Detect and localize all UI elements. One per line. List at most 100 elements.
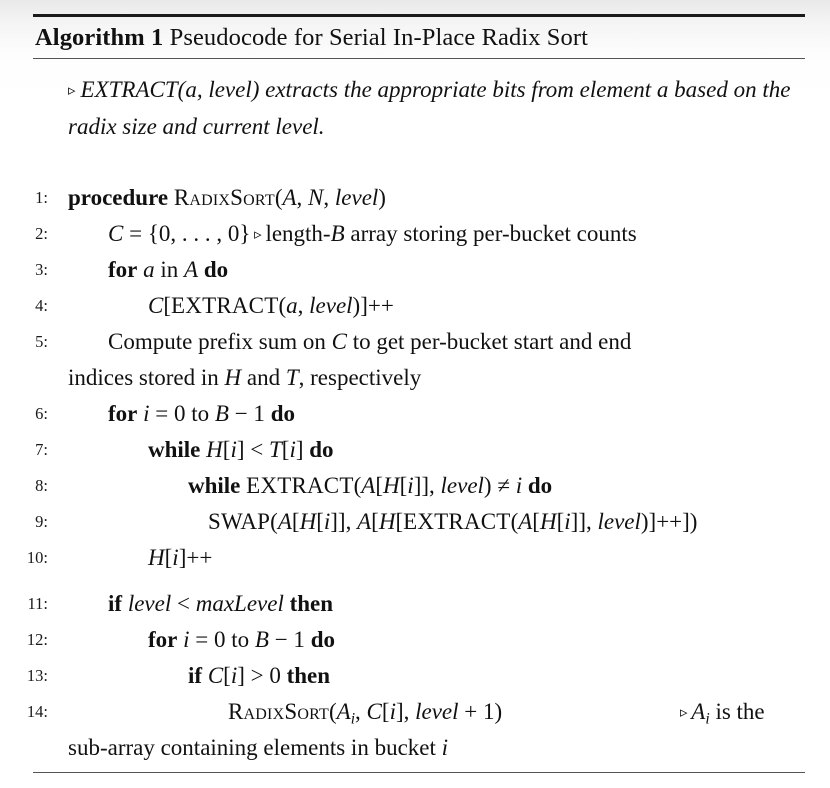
code-token: i bbox=[230, 663, 238, 688]
line-code: RadixSort(Ai, C[i], level + 1) bbox=[228, 694, 502, 737]
algorithm-line: 13: if C[i] > 0 then bbox=[0, 658, 830, 694]
algorithm-caption: Pseudocode for Serial In-Place Radix Sor… bbox=[169, 24, 589, 51]
line-code: for i = 0 to B − 1 do bbox=[108, 396, 295, 432]
code-token: [ bbox=[395, 509, 404, 534]
code-token: ( bbox=[270, 509, 278, 534]
line-number: 3: bbox=[35, 260, 48, 279]
algorithm-line: 2:C = {0, . . . , 0} ▹ length-B array st… bbox=[0, 216, 830, 252]
code-token: ]], bbox=[570, 509, 598, 534]
code-token: [ bbox=[381, 699, 390, 724]
code-token: ]], bbox=[413, 473, 441, 498]
code-token: do bbox=[310, 627, 335, 652]
code-token: N bbox=[308, 185, 324, 210]
algorithm-line: 10: H[i]++ bbox=[0, 540, 830, 576]
line-number: 6: bbox=[35, 404, 48, 423]
code-token: , bbox=[355, 699, 367, 724]
line-number: 13: bbox=[26, 666, 48, 685]
code-token: ]++ bbox=[178, 545, 213, 570]
code-token: T bbox=[285, 365, 299, 390]
code-token: = 0 to bbox=[189, 627, 255, 652]
code-token: [ bbox=[291, 509, 300, 534]
code-token: ( bbox=[274, 185, 283, 210]
algorithm-top-rule bbox=[33, 14, 805, 17]
code-token: in bbox=[154, 257, 185, 282]
code-token: i bbox=[172, 545, 179, 570]
algorithm-title: Algorithm 1 Pseudocode for Serial In-Pla… bbox=[33, 17, 805, 58]
code-token: B bbox=[254, 627, 269, 652]
line-code: for a in A do bbox=[108, 252, 228, 288]
code-token: [ bbox=[223, 663, 231, 688]
line-code: C = {0, . . . , 0} ▹ length-B array stor… bbox=[108, 216, 637, 253]
code-token: )]++]) bbox=[640, 509, 698, 534]
algorithm-line: 6: for i = 0 to B − 1 do bbox=[0, 396, 830, 432]
code-token: i bbox=[350, 710, 356, 728]
code-token: − 1 bbox=[268, 627, 311, 652]
code-token: i bbox=[441, 735, 449, 760]
code-token: ) bbox=[378, 185, 386, 210]
line-number: 10: bbox=[26, 548, 48, 567]
code-token: Compute prefix sum on bbox=[108, 329, 332, 354]
code-token: H bbox=[224, 365, 242, 390]
code-token: H bbox=[539, 509, 557, 534]
code-token: [ bbox=[164, 545, 173, 570]
line-code: procedure RadixSort(A, N, level) bbox=[68, 180, 386, 216]
line-code: for i = 0 to B − 1 do bbox=[148, 622, 335, 658]
code-token: [ bbox=[399, 473, 408, 498]
line-number: 8: bbox=[35, 476, 48, 495]
code-token: C bbox=[366, 699, 382, 724]
code-token: ( bbox=[328, 699, 337, 724]
algorithm-line: 14:RadixSort(Ai, C[i], level + 1)▹ Ai is… bbox=[0, 694, 830, 730]
code-token: i bbox=[564, 509, 571, 534]
code-token: A bbox=[518, 509, 533, 534]
code-token: + 1) bbox=[458, 699, 503, 724]
algorithm-line: 8:while EXTRACT(A[H[i]], level) ≠ i do bbox=[0, 468, 830, 504]
line-number: 5: bbox=[35, 332, 48, 351]
code-token: SWAP bbox=[208, 509, 271, 534]
code-token: A bbox=[357, 509, 372, 534]
code-token: A bbox=[361, 473, 376, 498]
line-continuation: indices stored in H and T, respectively bbox=[68, 360, 421, 396]
algorithm-line: 12: for i = 0 to B − 1 do bbox=[0, 622, 830, 658]
code-token: H bbox=[378, 509, 396, 534]
code-token: a bbox=[143, 257, 155, 282]
code-token: A bbox=[336, 699, 351, 724]
code-token: = {0, . . . , 0} bbox=[123, 221, 251, 246]
line-number: 12: bbox=[26, 630, 48, 649]
line-code: while EXTRACT(A[H[i]], level) ≠ i do bbox=[188, 468, 552, 504]
algorithm-bottom-rule bbox=[33, 772, 805, 773]
code-token: C bbox=[207, 663, 224, 688]
line-code: H[i]++ bbox=[148, 540, 212, 576]
line-code: while H[i] < T[i] do bbox=[148, 432, 334, 468]
lead-comment-text: (a, level) extracts the appropriate bits… bbox=[68, 77, 791, 140]
line-code: if C[i] > 0 then bbox=[188, 658, 330, 694]
code-token: )]++ bbox=[352, 293, 394, 318]
code-token: ] < bbox=[236, 437, 269, 462]
code-token: while bbox=[188, 473, 241, 498]
code-token: A bbox=[282, 185, 297, 210]
code-token: B bbox=[330, 221, 345, 246]
line-number: 14: bbox=[26, 702, 48, 721]
code-token: i bbox=[705, 710, 710, 728]
code-token: [ bbox=[371, 509, 379, 534]
code-token: i bbox=[323, 509, 331, 534]
code-token: do bbox=[203, 257, 229, 282]
code-token: H bbox=[148, 545, 165, 570]
code-token: for bbox=[148, 627, 178, 652]
code-token: indices stored in bbox=[68, 365, 225, 390]
code-token: i bbox=[407, 473, 414, 498]
algorithm-header-rule bbox=[33, 58, 805, 59]
algorithm-line: 9:SWAP(A[H[i]], A[H[EXTRACT(A[H[i]], lev… bbox=[0, 504, 830, 540]
code-token: and bbox=[241, 365, 286, 390]
code-token: A bbox=[184, 257, 199, 282]
lead-comment-extract: EXTRACT bbox=[80, 77, 178, 102]
code-token: H bbox=[299, 509, 317, 534]
algorithm-line: 7: while H[i] < T[i] do bbox=[0, 432, 830, 468]
code-token: H bbox=[383, 473, 400, 498]
algorithm-line: 11:if level < maxLevel then bbox=[0, 586, 830, 622]
code-token: A bbox=[277, 509, 292, 534]
code-token: do bbox=[309, 437, 334, 462]
code-token: [ bbox=[532, 509, 540, 534]
line-number: 7: bbox=[35, 440, 48, 459]
code-token: − 1 bbox=[228, 401, 271, 426]
code-token: ] bbox=[295, 437, 310, 462]
